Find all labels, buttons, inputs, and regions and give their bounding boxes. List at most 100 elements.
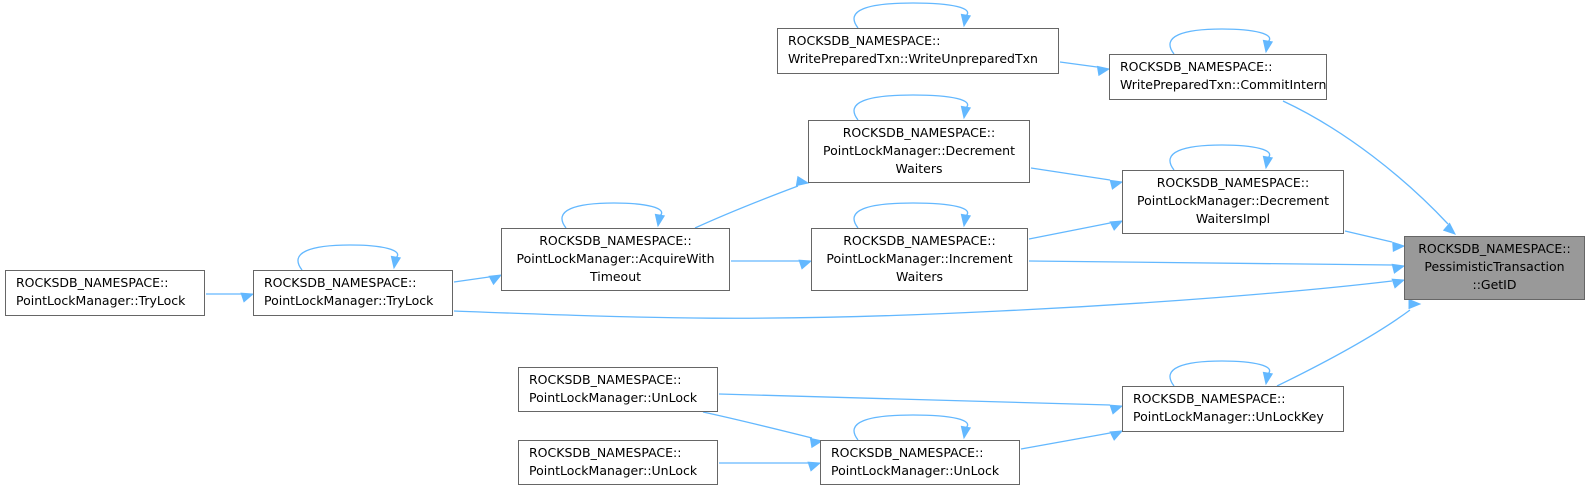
- edge-arrowhead: [1262, 155, 1274, 170]
- node-trylock-a[interactable]: ROCKSDB_NAMESPACE:: PointLockManager::Tr…: [253, 270, 453, 316]
- node-label: ROCKSDB_NAMESPACE::: [1120, 59, 1273, 74]
- node-write-unprepared-txn[interactable]: ROCKSDB_NAMESPACE:: WritePreparedTxn::Wr…: [777, 28, 1059, 74]
- node-label: PointLockManager::AcquireWith: [516, 251, 715, 266]
- node-label: PointLockManager::UnLockKey: [1133, 409, 1324, 424]
- node-label: ::GetID: [1472, 277, 1517, 292]
- edge-arrowhead: [1096, 65, 1111, 77]
- node-label: WritePreparedTxn::WriteUnpreparedTxn: [788, 51, 1038, 66]
- edge-unlock_a-to-unlockkey: [718, 393, 1124, 415]
- node-unlock-b[interactable]: ROCKSDB_NAMESPACE:: PointLockManager::Un…: [518, 440, 718, 485]
- edge-arrowhead: [798, 259, 813, 270]
- edge-arrowhead: [960, 105, 972, 120]
- edge-line: [1059, 61, 1098, 68]
- edge-arrowhead: [795, 175, 810, 187]
- edge-arrowhead: [240, 292, 255, 303]
- edge-line: [853, 414, 969, 441]
- node-label: PointLockManager::UnLock: [831, 463, 1000, 478]
- edge-line: [1030, 167, 1111, 181]
- edge-commit_internal-to-getid: [1282, 100, 1457, 235]
- node-decrement-waiters[interactable]: ROCKSDB_NAMESPACE:: PointLockManager::De…: [808, 120, 1030, 183]
- node-label: ROCKSDB_NAMESPACE::: [539, 233, 692, 248]
- self-loop-acquire_with_timeout: [561, 202, 666, 229]
- edge-decrement_waiters_impl-to-getid: [1344, 230, 1406, 253]
- node-label: ROCKSDB_NAMESPACE::: [831, 445, 984, 460]
- node-label: ROCKSDB_NAMESPACE::: [529, 445, 682, 460]
- edge-arrowhead: [1392, 241, 1406, 253]
- edge-line: [453, 276, 490, 283]
- node-increment-waiters[interactable]: ROCKSDB_NAMESPACE:: PointLockManager::In…: [811, 228, 1028, 291]
- node-unlock-a[interactable]: ROCKSDB_NAMESPACE:: PointLockManager::Un…: [518, 367, 718, 412]
- node-label: ROCKSDB_NAMESPACE::: [1156, 175, 1310, 190]
- node-label: PointLockManager::Increment: [826, 251, 1013, 266]
- node-unlockkey[interactable]: ROCKSDB_NAMESPACE:: PointLockManager::Un…: [1122, 386, 1344, 432]
- edge-arrowhead: [1262, 371, 1274, 386]
- node-label: ROCKSDB_NAMESPACE::: [842, 125, 996, 140]
- self-loop-decrement_waiters: [853, 94, 972, 121]
- edge-line: [853, 2, 969, 29]
- edge-arrowhead: [1408, 298, 1422, 310]
- node-label: PessimisticTransaction: [1424, 259, 1565, 274]
- edge-arrowhead: [960, 13, 972, 28]
- node-label: PointLockManager::UnLock: [529, 463, 698, 478]
- edge-line: [297, 244, 399, 271]
- node-unlock-c[interactable]: ROCKSDB_NAMESPACE:: PointLockManager::Un…: [820, 440, 1020, 485]
- node-label: ROCKSDB_NAMESPACE::: [788, 33, 941, 48]
- edge-line: [1169, 144, 1271, 171]
- edge-acquire_with_timeout-to-increment_waiters: [731, 259, 813, 270]
- node-label: ROCKSDB_NAMESPACE::: [1133, 391, 1286, 406]
- self-loop-decrement_waiters_impl: [1169, 144, 1274, 171]
- edge-line: [1028, 260, 1393, 266]
- edge-arrowhead: [390, 255, 402, 270]
- node-getid[interactable]: ROCKSDB_NAMESPACE:: PessimisticTransacti…: [1404, 236, 1585, 300]
- edge-write_unprepared-to-commit_internal: [1059, 61, 1111, 77]
- edge-line: [1028, 222, 1111, 240]
- node-decrement-waiters-impl[interactable]: ROCKSDB_NAMESPACE:: PointLockManager::De…: [1122, 170, 1344, 234]
- node-label: WritePreparedTxn::CommitInternal: [1120, 77, 1327, 92]
- edge-trylock_a-to-getid: [453, 278, 1406, 319]
- edge-arrowhead: [960, 213, 972, 228]
- edge-line: [561, 202, 663, 229]
- edge-arrowhead: [1109, 220, 1124, 231]
- node-label: Waiters: [895, 161, 943, 176]
- node-label: PointLockManager::TryLock: [264, 293, 434, 308]
- edge-trylock_a-to-acquire_with_timeout: [453, 274, 503, 286]
- edge-unlockkey-to-getid: [1276, 298, 1422, 387]
- node-trylock-b[interactable]: ROCKSDB_NAMESPACE:: PointLockManager::Tr…: [5, 270, 205, 316]
- node-label: Timeout: [589, 269, 642, 284]
- edge-line: [1169, 360, 1271, 387]
- node-label: Waiters: [896, 269, 943, 284]
- node-commit-internal[interactable]: ROCKSDB_NAMESPACE:: WritePreparedTxn::Co…: [1109, 54, 1327, 100]
- edge-line: [694, 185, 799, 229]
- self-loop-unlock_c: [853, 414, 972, 441]
- edge-line: [1276, 309, 1411, 387]
- edge-arrowhead: [488, 274, 503, 286]
- edge-arrowhead: [1262, 39, 1274, 54]
- node-label: ROCKSDB_NAMESPACE::: [16, 275, 169, 290]
- node-label: ROCKSDB_NAMESPACE::: [1418, 241, 1571, 256]
- self-loop-increment_waiters: [853, 202, 972, 229]
- node-label: ROCKSDB_NAMESPACE::: [843, 233, 996, 248]
- edge-decrement_waiters-to-decrement_waiters_impl: [1030, 167, 1124, 190]
- edge-line: [702, 411, 813, 439]
- node-label: PointLockManager::Decrement: [1137, 193, 1329, 208]
- edge-arrowhead: [1442, 222, 1457, 235]
- edge-arrowhead: [654, 213, 666, 228]
- edge-increment_waiters-to-decrement_waiters_impl: [1028, 220, 1124, 240]
- edge-arrowhead: [960, 425, 972, 440]
- edge-line: [1344, 230, 1393, 243]
- edge-arrowhead: [1391, 278, 1406, 289]
- edge-unlock_b-to-unlock_c: [719, 461, 822, 472]
- self-loop-trylock_a: [297, 244, 402, 271]
- node-label: ROCKSDB_NAMESPACE::: [264, 275, 417, 290]
- edge-trylock_b-to-trylock_a: [206, 292, 255, 303]
- edge-line: [1282, 100, 1449, 225]
- edge-acquire_with_timeout-to-decrement_waiters: [694, 175, 810, 229]
- edge-line: [853, 202, 969, 229]
- node-acquire-with-timeout[interactable]: ROCKSDB_NAMESPACE:: PointLockManager::Ac…: [501, 228, 730, 291]
- edge-arrowhead: [1109, 430, 1124, 441]
- edge-arrowhead: [809, 437, 824, 449]
- edge-arrowhead: [807, 461, 822, 472]
- edge-unlock_c-to-unlockkey: [1020, 430, 1124, 450]
- node-label: WaitersImpl: [1195, 211, 1271, 226]
- node-label: PointLockManager::TryLock: [16, 293, 186, 308]
